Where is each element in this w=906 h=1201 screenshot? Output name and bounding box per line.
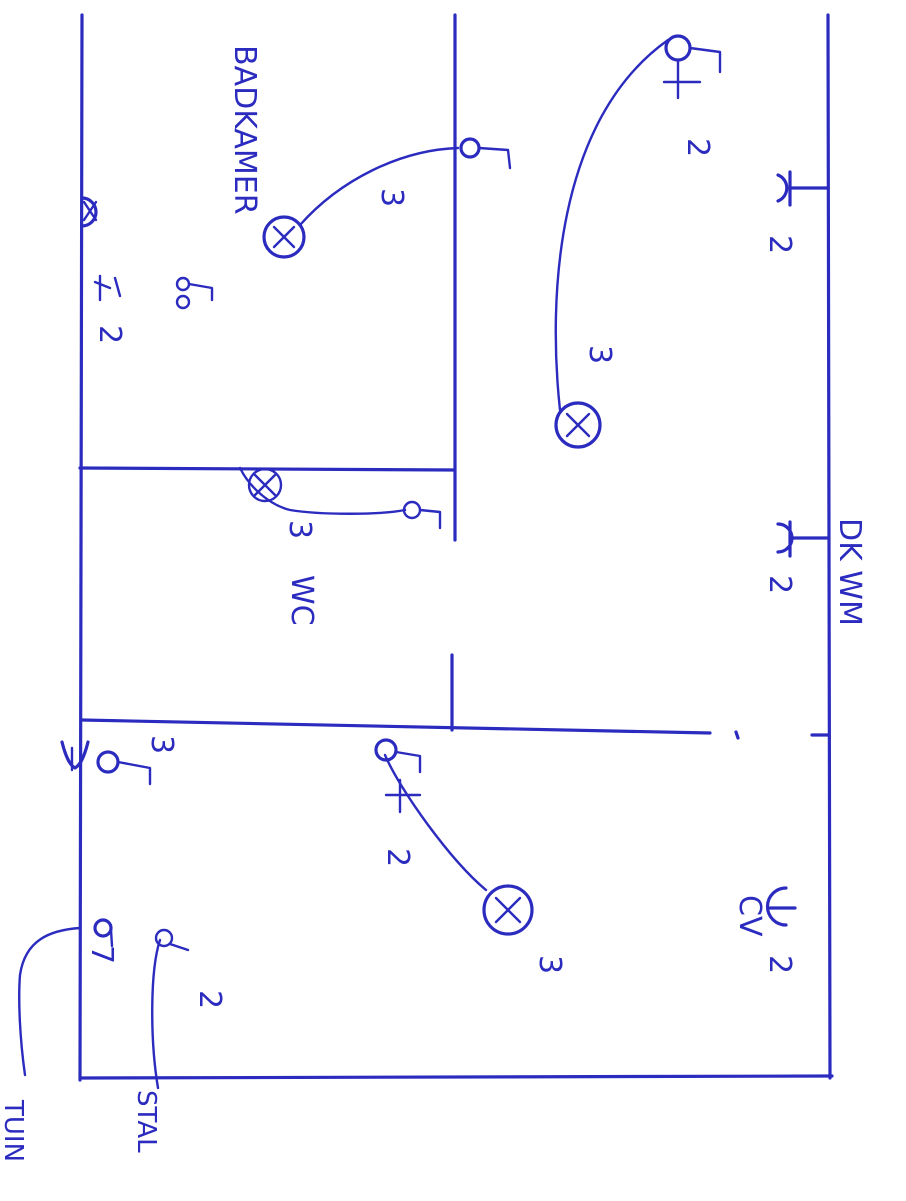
switch-stal xyxy=(154,928,190,952)
hall-light-fixture xyxy=(383,753,534,936)
switch-badkamer xyxy=(459,137,512,170)
number-switch-top: 2 xyxy=(680,138,715,157)
switch-wc xyxy=(402,500,442,530)
light-fixture-icon xyxy=(247,467,283,503)
number-outlet-top: 2 xyxy=(762,235,797,254)
number-mid-socket: 2 xyxy=(762,575,797,594)
external-leads xyxy=(18,926,162,1090)
label-wc: WC xyxy=(284,575,319,626)
wiring-line xyxy=(383,753,488,892)
kitchen-light-fixture xyxy=(554,38,670,449)
switches xyxy=(93,34,722,952)
wiring-line xyxy=(554,38,670,412)
lead-tuin xyxy=(18,926,82,1077)
label-badkamer: BADKAMER xyxy=(227,45,262,215)
interior-walls xyxy=(78,13,830,740)
bottom-outer-wall xyxy=(80,1074,834,1080)
number-hall-wire: 3 xyxy=(532,955,567,974)
outlet-cv xyxy=(765,886,797,927)
light-fixture-icon xyxy=(482,884,534,936)
outlet-kitchen-mid xyxy=(776,520,830,558)
label-cv: CV xyxy=(732,895,767,937)
wall-light-top-left xyxy=(80,196,98,228)
number-bad-socket: 2 xyxy=(92,325,127,344)
right-outer-wall xyxy=(826,13,832,1080)
number-cv-socket: 2 xyxy=(762,955,797,974)
light-fixture-icon xyxy=(554,401,602,449)
badkamer-light-fixture xyxy=(262,146,460,259)
outlet-top-right xyxy=(662,58,702,100)
number-tuin-switch: 7 xyxy=(84,945,119,964)
lead-stal xyxy=(151,938,162,1090)
switch-hall xyxy=(374,738,422,774)
number-hall-light: 3 xyxy=(144,735,179,754)
number-kitchen-wire: 3 xyxy=(582,345,617,364)
number-wc-wire: 3 xyxy=(282,520,317,539)
wall-light-icon xyxy=(80,196,98,228)
switch-top-right xyxy=(664,34,722,74)
wall-light-bottom-left xyxy=(60,740,90,772)
wall-light-icon xyxy=(60,740,90,770)
outlet-hall-right xyxy=(384,778,422,814)
wall-dash xyxy=(734,730,740,740)
label-tuin: TUIN xyxy=(0,1099,28,1162)
label-dk-wm: DK WM xyxy=(832,518,867,626)
left-outer-wall xyxy=(78,13,84,1082)
number-stal-switch: 2 xyxy=(192,990,227,1009)
outlet-badkamer-left xyxy=(93,274,122,302)
outlet-kitchen-top xyxy=(776,170,830,207)
switch-hall-left xyxy=(96,750,152,786)
hall-wall xyxy=(80,718,712,735)
wiring-line xyxy=(238,466,407,515)
number-hall-switch: 2 xyxy=(380,848,415,867)
circuit-numbers: 2 3 2 3 2 3 2 3 2 3 2 2 7 xyxy=(84,138,797,1009)
switch-badkamer-left xyxy=(175,276,214,310)
outer-walls xyxy=(78,13,834,1082)
light-fixture-icon xyxy=(262,215,306,259)
label-stal: STAL xyxy=(131,1090,161,1153)
wiring-line xyxy=(298,146,460,227)
room-labels: BADKAMER WC DK WM CV TUIN STAL xyxy=(0,45,867,1162)
switch-bottom-left xyxy=(93,918,114,948)
number-bad-wire: 3 xyxy=(374,188,409,207)
wc-light-fixture xyxy=(238,466,407,515)
outlets xyxy=(93,58,830,927)
